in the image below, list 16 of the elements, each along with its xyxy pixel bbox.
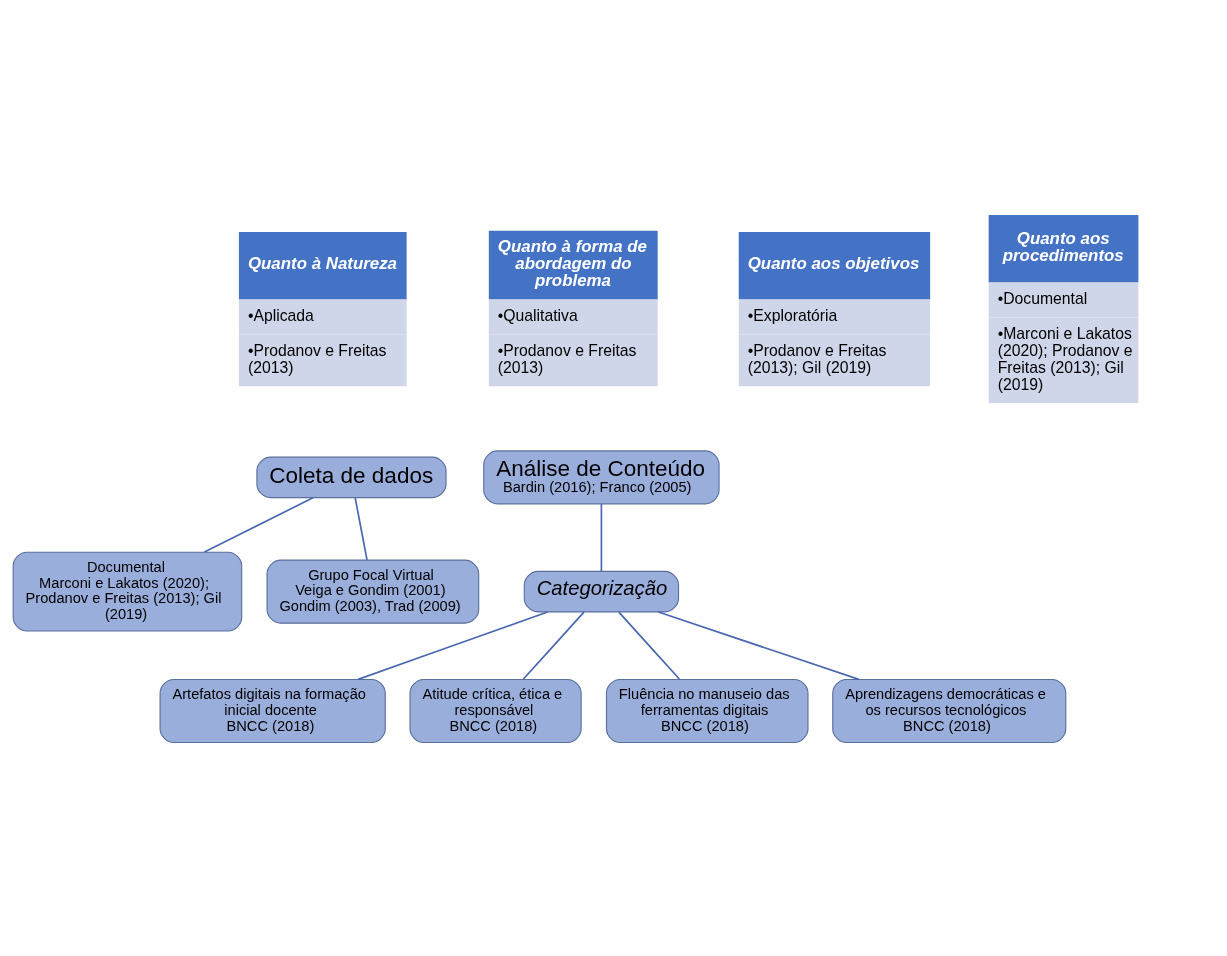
node-box: Documental Marconi e Lakatos (2020); Prodanov e Freitas (2013); Gil (2019) — [12, 551, 243, 632]
node-box: Grupo Focal Virtual Veiga e Gondim (2001) Gondim (2003), Trad (2009) — [266, 559, 480, 624]
node-box: Análise de Conteúdo Bardin (2016); Franco (2005) — [483, 449, 720, 504]
connector — [600, 502, 603, 572]
node-box: Aprendizagens democráticas e os recursos tecnológicos BNCC (2018) — [832, 678, 1067, 743]
connector — [657, 610, 860, 680]
node-box: Coleta de dados — [256, 456, 447, 498]
connector — [354, 496, 368, 561]
node-box: Atitude crítica, ética e responsável BNCC (2018) — [409, 678, 582, 743]
connector — [618, 610, 681, 680]
node-box: Categorização — [523, 570, 680, 612]
connector — [203, 496, 314, 553]
connector — [357, 610, 549, 680]
node-box: Artefatos digitais na formação inicial docente BNCC (2018) — [159, 678, 386, 743]
node-box: Fluência no manuseio das ferramentas digitais BNCC (2018) — [605, 678, 809, 743]
connector — [522, 610, 585, 680]
